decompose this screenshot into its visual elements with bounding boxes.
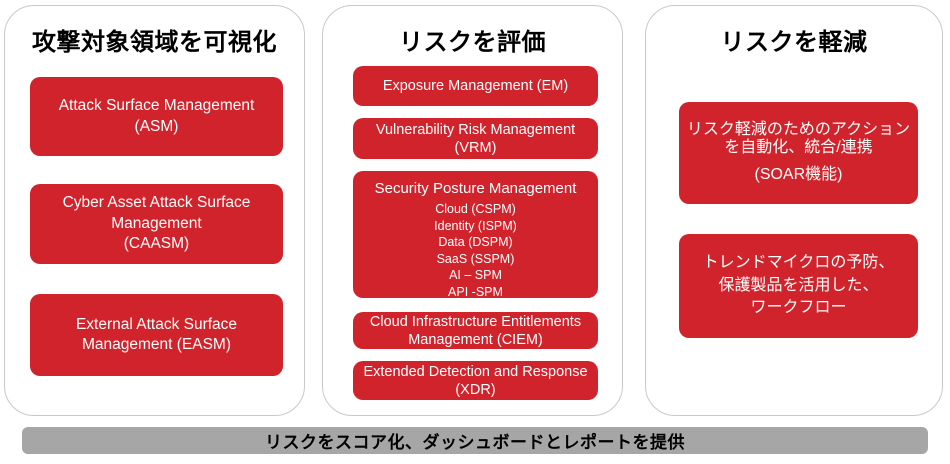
soar-box-sublabel: (SOAR機能): [754, 166, 843, 183]
footer-banner: リスクをスコア化、ダッシュボードとレポートを提供: [22, 427, 928, 454]
workflow-box: トレンドマイクロの予防、 保護製品を活用した、 ワークフロー: [679, 234, 918, 338]
vrm-box: Vulnerability Risk Management (VRM): [353, 118, 598, 159]
xdr-box: Extended Detection and Response (XDR): [353, 361, 598, 400]
spm-box-heading: Security Posture Management: [374, 180, 577, 197]
column-title-assess: リスクを評価: [399, 29, 546, 56]
caasm-box-label: Cyber Asset Attack Surface Management (C…: [62, 194, 251, 253]
easm-box: External Attack Surface Management (EASM…: [30, 294, 283, 376]
asm-box: Attack Surface Management (ASM): [30, 77, 283, 156]
ciem-box-label: Cloud Infrastructure Entitlements Manage…: [369, 313, 582, 348]
column-title-visualize: 攻撃対象領域を可視化: [32, 29, 277, 56]
footer-label: リスクをスコア化、ダッシュボードとレポートを提供: [265, 433, 685, 452]
em-box-label: Exposure Management (EM): [382, 78, 569, 94]
spm-box-items: Cloud (CSPM) Identity (ISPM) Data (DSPM)…: [434, 202, 517, 299]
panel-mitigate-risk: リスクを軽減 リスク軽減のためのアクション を自動化、統合/連携 (SOAR機能…: [645, 5, 943, 416]
soar-box-label: リスク軽減のためのアクション を自動化、統合/連携: [686, 121, 911, 156]
em-box: Exposure Management (EM): [353, 66, 598, 106]
xdr-box-label: Extended Detection and Response (XDR): [363, 363, 588, 398]
ciem-box: Cloud Infrastructure Entitlements Manage…: [353, 312, 598, 349]
soar-box: リスク軽減のためのアクション を自動化、統合/連携 (SOAR機能): [679, 102, 918, 204]
workflow-box-label: トレンドマイクロの予防、 保護製品を活用した、 ワークフロー: [702, 254, 895, 317]
column-title-mitigate: リスクを軽減: [720, 29, 868, 56]
panel-visualize-attack-surface: 攻撃対象領域を可視化 Attack Surface Management (AS…: [4, 5, 305, 416]
caasm-box: Cyber Asset Attack Surface Management (C…: [30, 184, 283, 264]
vrm-box-label: Vulnerability Risk Management (VRM): [375, 121, 576, 156]
asm-box-label: Attack Surface Management (ASM): [58, 97, 255, 135]
easm-box-label: External Attack Surface Management (EASM…: [75, 315, 238, 354]
panel-assess-risk: リスクを評価 Exposure Management (EM) Vulnerab…: [322, 5, 623, 416]
spm-box: Security Posture Management Cloud (CSPM)…: [353, 171, 598, 299]
